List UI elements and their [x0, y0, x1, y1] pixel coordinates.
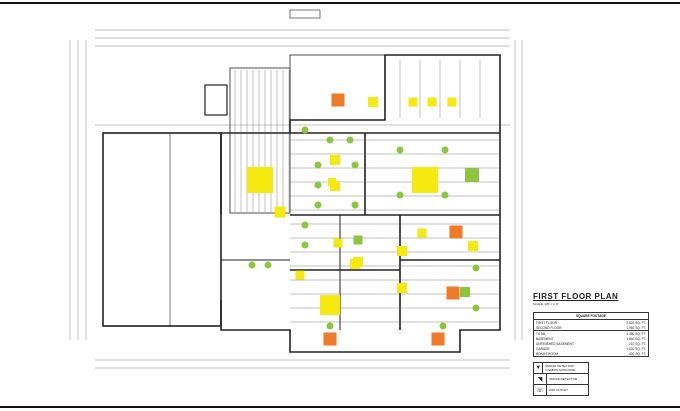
outlet-marker [301, 126, 309, 134]
legend-item: ☏WIFI OUTLET [534, 385, 588, 395]
speaker-marker [331, 93, 345, 107]
row-label: TOTAL [536, 331, 546, 336]
outlet-marker [301, 241, 309, 249]
row-value: 1,960 SQ. FT. [626, 325, 646, 330]
deck-outline [229, 67, 291, 214]
device-marker [447, 97, 457, 107]
detector-marker [465, 168, 479, 182]
row-label: BASEMENT [536, 336, 554, 341]
speaker-icon: ▼ [534, 363, 544, 373]
device-marker [328, 178, 336, 186]
row-value: 2,520 SQ. FT. [626, 320, 646, 325]
outlet-marker [314, 181, 322, 189]
device-marker [353, 257, 363, 267]
row-label: UNFINISHED BASEMENT [536, 341, 574, 346]
table-row: GARAGE 1,020 SQ. FT. [534, 346, 649, 351]
outlet-marker [441, 191, 449, 199]
outlet-marker [264, 261, 272, 269]
table-row: BONUS ROOM 420 SQ. FT. [534, 351, 649, 357]
detector-marker [460, 287, 470, 297]
row-value: 210 SQ. FT. [628, 341, 646, 346]
outlet-marker [439, 322, 447, 330]
speaker-marker [446, 286, 460, 300]
device-marker [468, 241, 478, 251]
outlet-marker [351, 161, 359, 169]
device-marker [320, 295, 340, 315]
detector-icon: ◥ [534, 374, 547, 384]
outlet-icon: ☏ [534, 385, 547, 395]
device-marker [427, 97, 437, 107]
table-row: TOTAL 4,480 SQ. FT. [533, 330, 649, 337]
device-marker [412, 167, 438, 193]
device-marker [274, 206, 286, 218]
outlet-marker [314, 161, 322, 169]
detector-marker [353, 235, 363, 245]
device-marker [247, 167, 273, 193]
outlet-marker [351, 201, 359, 209]
outlet-marker [441, 146, 449, 154]
outlet-marker [301, 221, 309, 229]
row-label: SECOND FLOOR [536, 325, 562, 330]
speaker-marker [449, 225, 463, 239]
device-marker [397, 246, 407, 256]
row-value: 1,020 SQ. FT. [626, 346, 646, 351]
house-outline [220, 54, 501, 353]
garage-outline [102, 132, 222, 327]
plan-scale: SCALE: 1/8" = 1'-0" [533, 302, 560, 306]
row-label: GARAGE [536, 346, 550, 351]
device-marker [397, 283, 407, 293]
speaker-marker [431, 332, 445, 346]
bottom-border [0, 406, 680, 408]
outlet-marker [326, 322, 334, 330]
device-marker [330, 155, 340, 165]
outlet-marker [314, 201, 322, 209]
fireplace-outline [204, 84, 228, 116]
device-marker [295, 270, 305, 280]
device-marker [368, 97, 378, 107]
row-value: 4,480 SQ. FT. [626, 331, 646, 336]
row-label: FIRST FLOOR [536, 320, 558, 325]
outlet-marker [248, 261, 256, 269]
speaker-marker [323, 332, 337, 346]
device-marker [417, 228, 427, 238]
outlet-marker [346, 136, 354, 144]
table-row: SECOND FLOOR 1,960 SQ. FT. [534, 325, 649, 331]
table-header: SQUARE FOOTAGE [533, 312, 649, 320]
row-label: BONUS ROOM [536, 351, 559, 356]
device-marker [408, 97, 418, 107]
table-row: FIRST FLOOR 2,520 SQ. FT. [534, 320, 649, 326]
plan-title: FIRST FLOOR PLAN [533, 292, 619, 301]
outlet-marker [396, 146, 404, 154]
table-row: BASEMENT 1,840 SQ. FT. [534, 336, 649, 341]
title-block: FIRST FLOOR PLAN SCALE: 1/8" = 1'-0" SQU… [533, 292, 653, 396]
legend: ▼SMOKE DETECTOR / CARBON MONOXIDE ◥SMOKE… [533, 362, 589, 396]
device-marker [333, 238, 343, 248]
table-row: UNFINISHED BASEMENT 210 SQ. FT. [534, 341, 649, 346]
outlet-marker [472, 264, 480, 272]
row-value: 1,840 SQ. FT. [626, 336, 646, 341]
legend-item: ◥SMOKE DETECTOR [534, 374, 588, 385]
outlet-marker [472, 304, 480, 312]
outlet-marker [396, 191, 404, 199]
top-border [0, 2, 680, 4]
legend-item: ▼SMOKE DETECTOR / CARBON MONOXIDE [534, 363, 588, 374]
outlet-marker [326, 136, 334, 144]
row-value: 420 SQ. FT. [628, 351, 646, 356]
